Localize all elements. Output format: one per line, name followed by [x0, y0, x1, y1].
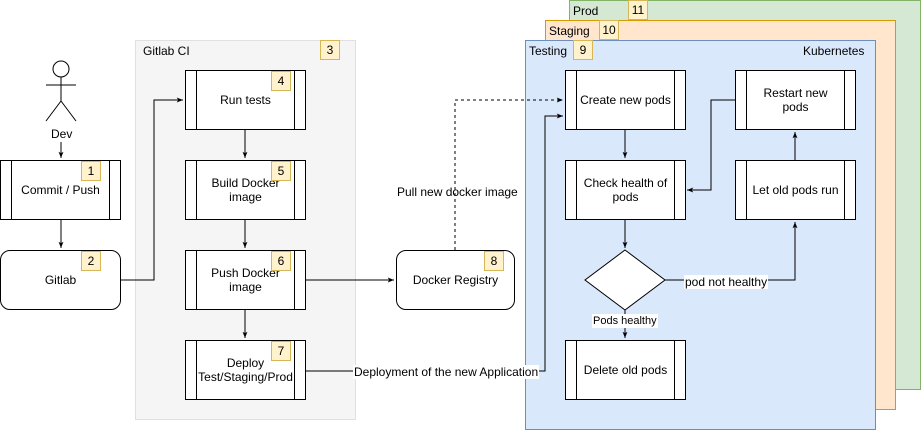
- run-tests-step: Run tests: [185, 70, 306, 130]
- let-old-pods-step: Let old pods run: [735, 160, 856, 220]
- dev-label: Dev: [51, 127, 73, 141]
- kubernetes-label: Kubernetes: [803, 44, 865, 58]
- create-pods-step: Create new pods: [565, 70, 686, 130]
- run-tests-label: Run tests: [220, 93, 271, 107]
- restart-pods-step: Restart new pods: [735, 70, 856, 130]
- healthy-edge-label: Pods healthy: [592, 314, 658, 328]
- gitlab-badge: 2: [81, 251, 101, 271]
- build-image-badge: 5: [271, 161, 291, 181]
- delete-old-pods-step: Delete old pods: [565, 340, 686, 400]
- check-health-step: Check health of pods: [565, 160, 686, 220]
- push-image-badge: 6: [271, 251, 291, 271]
- docker-registry-label: Docker Registry: [412, 273, 499, 287]
- prod-badge: 11: [628, 0, 648, 20]
- run-tests-badge: 4: [271, 71, 291, 91]
- not-healthy-edge-label: pod not healthy: [684, 275, 769, 289]
- commit-badge: 1: [81, 161, 101, 181]
- delete-old-pods-label: Delete old pods: [583, 363, 668, 377]
- gitlab-label: Gitlab: [44, 273, 77, 287]
- pull-image-edge-label: Pull new docker image: [397, 185, 518, 199]
- testing-badge: 9: [573, 40, 593, 60]
- testing-label: Testing: [529, 44, 568, 58]
- dev-actor-icon: [45, 60, 77, 122]
- staging-label: Staging: [549, 24, 590, 38]
- create-pods-label: Create new pods: [580, 93, 671, 107]
- staging-badge: 10: [599, 20, 619, 40]
- deploy-badge: 7: [271, 341, 291, 361]
- let-old-pods-label: Let old pods run: [752, 183, 839, 197]
- gitlab-node: Gitlab: [0, 250, 121, 310]
- build-image-label: Build Docker image: [211, 176, 280, 204]
- prod-label: Prod: [573, 4, 599, 18]
- deployment-edge-label: Deployment of the new Application: [353, 365, 540, 379]
- push-image-label: Push Docker image: [211, 266, 280, 294]
- commit-push-step: Commit / Push: [0, 160, 121, 220]
- commit-push-label: Commit / Push: [21, 183, 100, 197]
- docker-registry-badge: 8: [484, 251, 504, 271]
- deploy-label: Deploy Test/Staging/Prod: [198, 356, 293, 384]
- gitlab-ci-title: Gitlab CI: [143, 44, 190, 58]
- check-health-label: Check health of pods: [583, 176, 668, 204]
- gitlab-ci-badge: 3: [320, 40, 340, 60]
- restart-pods-label: Restart new pods: [763, 86, 828, 114]
